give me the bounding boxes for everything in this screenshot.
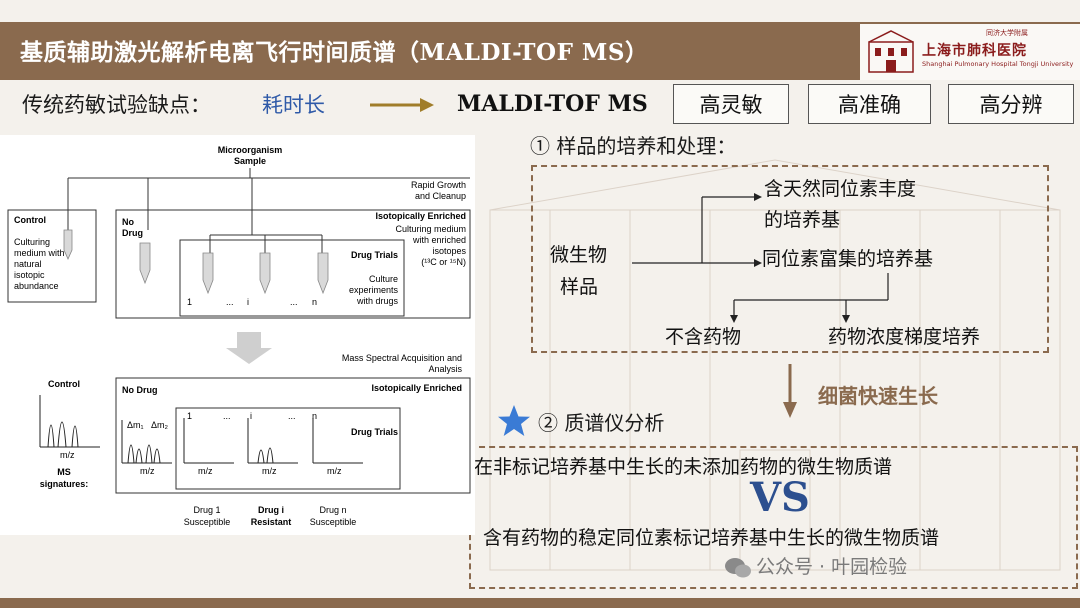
fig-spectrum-idx-2: ... — [223, 411, 231, 421]
fig-drug-trials-2: Drug Trials — [351, 427, 398, 437]
fig-culture-desc-2: experiments — [349, 285, 399, 295]
fig-enriched-desc-2: with enriched — [412, 235, 466, 245]
fig-rapid-growth-2: and Cleanup — [415, 191, 466, 201]
fig-enriched-desc-4: (¹³C or ¹⁵N) — [421, 257, 466, 267]
fig-spectrum-idx-4: ... — [288, 411, 296, 421]
drug-gradient-label: 药物浓度梯度培养 — [828, 326, 981, 348]
fig-spectrum-idx-1: 1 — [187, 411, 192, 421]
fig-no-drug-1: No — [122, 217, 134, 227]
fig-tube-label-5: n — [312, 297, 317, 307]
fig-control-desc-5: abundance — [14, 281, 59, 291]
star-icon — [498, 405, 530, 436]
compare-labeled-spectrum: 含有药物的稳定同位素标记培养基中生长的微生物质谱 — [483, 527, 940, 549]
fig-culture-desc-1: Culture — [369, 274, 398, 284]
logo-top-text: 同济大学附属 — [986, 29, 1028, 37]
workflow-diagram: Microorganism Sample Rapid Growth and Cl… — [7, 145, 471, 527]
sample-label-line1: 微生物 — [550, 244, 608, 266]
fig-tube-label-2: ... — [226, 297, 234, 307]
fig-drugi-1: Drug i — [258, 505, 284, 515]
fig-drugi-2: Resistant — [251, 517, 292, 527]
fig-mz-control: m/z — [60, 450, 75, 460]
medium-natural-line1: 含天然同位素丰度 — [764, 178, 917, 200]
traditional-drawback-value: 耗时长 — [262, 93, 325, 117]
no-drug-label: 不含药物 — [665, 326, 742, 348]
fig-delta1: Δm₁ — [127, 420, 144, 430]
fig-mz-drugn: m/z — [327, 466, 342, 476]
fig-drug1-2: Susceptible — [184, 517, 231, 527]
fig-spectrum-idx-5: n — [312, 411, 317, 421]
logo-name-cn: 上海市肺科医院 — [922, 43, 1027, 59]
compare-unlabeled-spectrum: 在非标记培养基中生长的未添加药物的微生物质谱 — [474, 456, 893, 478]
fig-no-drug-2: Drug — [122, 228, 143, 238]
medium-natural-line2: 的培养基 — [764, 209, 841, 231]
fig-ms-signatures-1: MS — [57, 467, 71, 477]
fig-control-desc-3: natural — [14, 259, 42, 269]
advantage-sensitivity: 高灵敏 — [673, 84, 789, 124]
step2-title: ② 质谱仪分析 — [538, 411, 665, 435]
fig-tube-label-4: ... — [290, 297, 298, 307]
fig-control-2: Control — [48, 379, 80, 389]
slide-title: 基质辅助激光解析电离飞行时间质谱（MALDI-TOF MS） — [20, 39, 649, 66]
fig-control-desc-4: isotopic — [14, 270, 45, 280]
fig-delta2: Δm₂ — [151, 420, 169, 430]
traditional-drawback-label: 传统药敏试验缺点： — [22, 93, 211, 117]
fig-ms-signatures-2: signatures: — [40, 479, 89, 489]
fig-mz-drug1: m/z — [198, 466, 213, 476]
footer-bar — [0, 598, 1080, 608]
growth-label: 细菌快速生长 — [818, 384, 938, 408]
advantage-accuracy: 高准确 — [808, 84, 931, 124]
fig-control: Control — [14, 215, 46, 225]
background-sketch — [489, 159, 1061, 571]
step1-box — [531, 165, 1049, 353]
fig-sample-title-1: Microorganism — [218, 145, 283, 155]
fig-mz-nodrug: m/z — [140, 466, 155, 476]
fig-isotopically-enriched-2: Isotopically Enriched — [371, 383, 462, 393]
right-arrow-icon — [370, 98, 434, 112]
fig-spectrum-idx-3: i — [250, 411, 252, 421]
watermark: 公众号 · 叶园检验 — [756, 556, 908, 578]
fig-control-desc-1: Culturing — [14, 237, 50, 247]
medium-enriched: 同位素富集的培养基 — [762, 248, 934, 270]
fig-control-desc-2: medium with — [14, 248, 65, 258]
wechat-icon — [725, 558, 751, 578]
fig-no-drug-full: No Drug — [122, 385, 158, 395]
fig-enriched-desc-1: Culturing medium — [395, 224, 466, 234]
fig-tube-label-1: 1 — [187, 297, 192, 307]
fig-drugn-2: Susceptible — [310, 517, 357, 527]
workflow-figure: Microorganism Sample Rapid Growth and Cl… — [0, 135, 475, 535]
fig-culture-desc-3: with drugs — [356, 296, 399, 306]
fig-rapid-growth-1: Rapid Growth — [411, 180, 466, 190]
down-arrow-icon — [783, 364, 797, 418]
fig-mass-spec-2: Analysis — [428, 364, 462, 374]
logo-name-en: Shanghai Pulmonary Hospital Tongji Unive… — [922, 60, 1074, 68]
fig-mz-drugi: m/z — [262, 466, 277, 476]
sample-label-line2: 样品 — [560, 276, 599, 298]
fig-isotopically-enriched: Isotopically Enriched — [375, 211, 466, 221]
fig-sample-title-2: Sample — [234, 156, 266, 166]
fig-tube-label-3: i — [247, 297, 249, 307]
hospital-building-icon — [868, 30, 914, 73]
fig-drugn-1: Drug n — [319, 505, 346, 515]
fig-enriched-desc-3: isotopes — [432, 246, 466, 256]
fig-drug-trials: Drug Trials — [351, 250, 398, 260]
vs-label: VS — [750, 474, 810, 521]
fig-drug1-1: Drug 1 — [193, 505, 220, 515]
fig-mass-spec-1: Mass Spectral Acquisition and — [342, 353, 462, 363]
method-label: MALDI-TOF MS — [457, 91, 648, 117]
advantage-resolution: 高分辨 — [948, 84, 1074, 124]
step1-title: ① 样品的培养和处理： — [530, 134, 737, 158]
step1-flow-arrows — [632, 193, 889, 323]
